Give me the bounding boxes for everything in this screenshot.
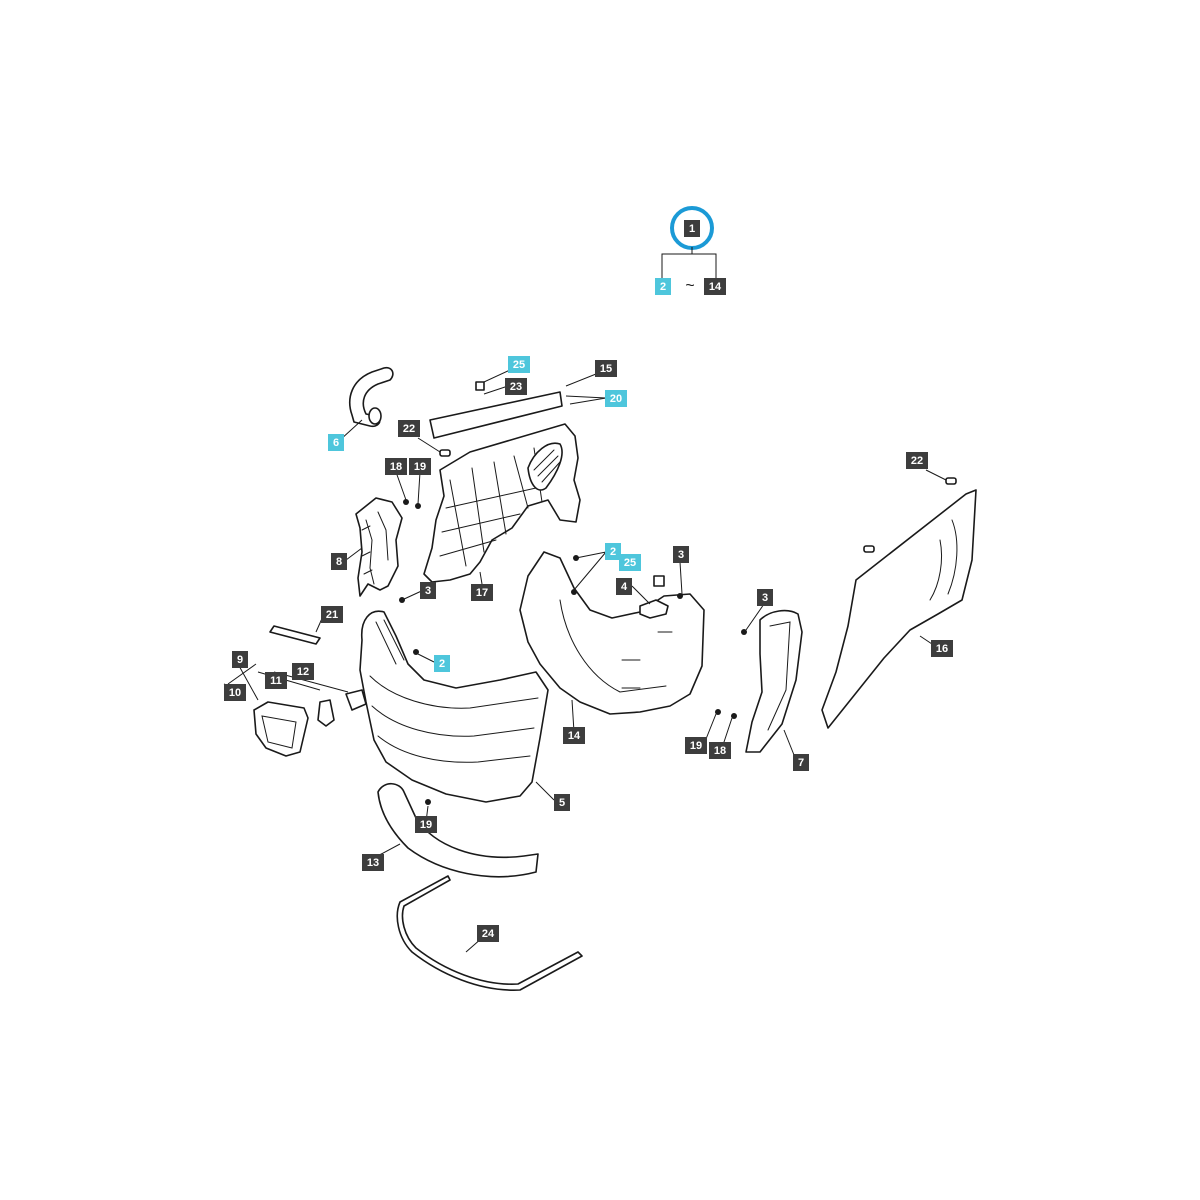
callout-8[interactable]: 8 xyxy=(331,553,347,570)
callout-15[interactable]: 15 xyxy=(595,360,617,377)
range-tilde: ~ xyxy=(685,278,694,295)
callout-25-top[interactable]: 25 xyxy=(508,356,530,373)
callout-23-label: 23 xyxy=(510,381,522,393)
callout-17[interactable]: 17 xyxy=(471,584,493,601)
part-4-small-bracket xyxy=(639,599,669,619)
callout-21-label: 21 xyxy=(326,609,338,621)
callout-18-left[interactable]: 18 xyxy=(385,458,407,475)
callout-15-label: 15 xyxy=(600,363,612,375)
callout-22-right-label: 22 xyxy=(911,455,923,467)
callout-12[interactable]: 12 xyxy=(292,663,314,680)
callout-25-top-label: 25 xyxy=(513,359,525,371)
callout-22-right[interactable]: 22 xyxy=(906,452,928,469)
callout-13-label: 13 xyxy=(367,857,379,869)
callout-13[interactable]: 13 xyxy=(362,854,384,871)
callout-2-header[interactable]: 2 xyxy=(655,278,671,295)
callout-3-panel-label: 3 xyxy=(678,549,684,561)
callout-10[interactable]: 10 xyxy=(224,684,246,701)
callout-5[interactable]: 5 xyxy=(554,794,570,811)
callout-2-grille[interactable]: 2 xyxy=(434,655,450,672)
callout-3-left[interactable]: 3 xyxy=(420,582,436,599)
plug-22-upper-right xyxy=(945,477,957,485)
callout-22-left-label: 22 xyxy=(403,423,415,435)
callout-23[interactable]: 23 xyxy=(505,378,527,395)
assembly-bracket xyxy=(661,247,717,278)
plug-22-left xyxy=(439,449,451,457)
callout-3-right[interactable]: 3 xyxy=(757,589,773,606)
callout-7-label: 7 xyxy=(798,757,804,769)
callout-8-label: 8 xyxy=(336,556,342,568)
callout-2-panel-label: 2 xyxy=(610,546,616,558)
part-8-side-bracket xyxy=(355,497,403,597)
callout-11-label: 11 xyxy=(270,675,282,687)
callout-20-label: 20 xyxy=(610,393,622,405)
callout-19-lower[interactable]: 19 xyxy=(415,816,437,833)
callout-12-label: 12 xyxy=(297,666,309,678)
callout-17-label: 17 xyxy=(476,587,488,599)
callout-9-label: 9 xyxy=(237,654,243,666)
callout-4-label: 4 xyxy=(621,581,628,593)
callout-10-label: 10 xyxy=(229,687,241,699)
part-11-clip xyxy=(317,699,335,727)
callout-11[interactable]: 11 xyxy=(265,672,287,689)
callout-19-lower-label: 19 xyxy=(420,819,432,831)
parts-artwork xyxy=(253,366,977,991)
callout-14[interactable]: 14 xyxy=(563,727,585,744)
callout-9[interactable]: 9 xyxy=(232,651,248,668)
callout-2-panel[interactable]: 2 xyxy=(605,543,621,560)
callout-18-right-label: 18 xyxy=(714,745,726,757)
callout-16-label: 16 xyxy=(936,643,948,655)
part-17-dash-panel xyxy=(423,391,581,583)
assembly-header: 1 2 ~ 14 xyxy=(655,206,726,295)
part-16-side-panel xyxy=(821,489,977,729)
part-7-side-trim xyxy=(745,609,803,753)
callout-24[interactable]: 24 xyxy=(477,925,499,942)
callout-6[interactable]: 6 xyxy=(328,434,344,451)
callout-3-panel[interactable]: 3 xyxy=(673,546,689,563)
callout-6-label: 6 xyxy=(333,437,339,449)
callout-1[interactable]: 1 xyxy=(684,220,700,237)
callout-25-panel-label: 25 xyxy=(624,557,636,569)
callout-14-label: 14 xyxy=(568,730,581,742)
part-24-seal-strip xyxy=(396,875,583,991)
callout-7[interactable]: 7 xyxy=(793,754,809,771)
callout-14-header-label: 14 xyxy=(709,281,722,293)
callout-2-header-label: 2 xyxy=(660,281,666,293)
callout-24-label: 24 xyxy=(482,928,495,940)
part-9-vent-housing xyxy=(253,701,309,757)
callout-4[interactable]: 4 xyxy=(616,578,632,595)
part-21-trim-strip xyxy=(269,625,321,645)
callout-14-header[interactable]: 14 xyxy=(704,278,726,295)
part-6-hose xyxy=(348,366,394,428)
leader-lines xyxy=(223,369,947,953)
callout-19-right-label: 19 xyxy=(690,740,702,752)
part-14-splash-panel xyxy=(519,551,705,715)
callout-5-label: 5 xyxy=(559,797,565,809)
part-5-front-grille xyxy=(359,610,549,803)
callout-1-label: 1 xyxy=(689,223,695,235)
part-13-lower-lip xyxy=(377,782,539,878)
plug-22-mid xyxy=(863,545,875,553)
callout-18-left-label: 18 xyxy=(390,461,402,473)
callout-19-left-label: 19 xyxy=(414,461,426,473)
callout-19-right[interactable]: 19 xyxy=(685,737,707,754)
callout-22-left[interactable]: 22 xyxy=(398,420,420,437)
callouts: 6 8 18 19 22 25 23 15 20 17 3 21 9 10 11… xyxy=(224,356,953,942)
part-12-cap xyxy=(345,689,367,711)
callout-16[interactable]: 16 xyxy=(931,640,953,657)
callout-2-grille-label: 2 xyxy=(439,658,445,670)
callout-19-left[interactable]: 19 xyxy=(409,458,431,475)
callout-21[interactable]: 21 xyxy=(321,606,343,623)
callout-20[interactable]: 20 xyxy=(605,390,627,407)
callout-18-right[interactable]: 18 xyxy=(709,742,731,759)
callout-25-panel[interactable]: 25 xyxy=(619,554,641,571)
callout-3-left-label: 3 xyxy=(425,585,431,597)
callout-3-right-label: 3 xyxy=(762,592,768,604)
